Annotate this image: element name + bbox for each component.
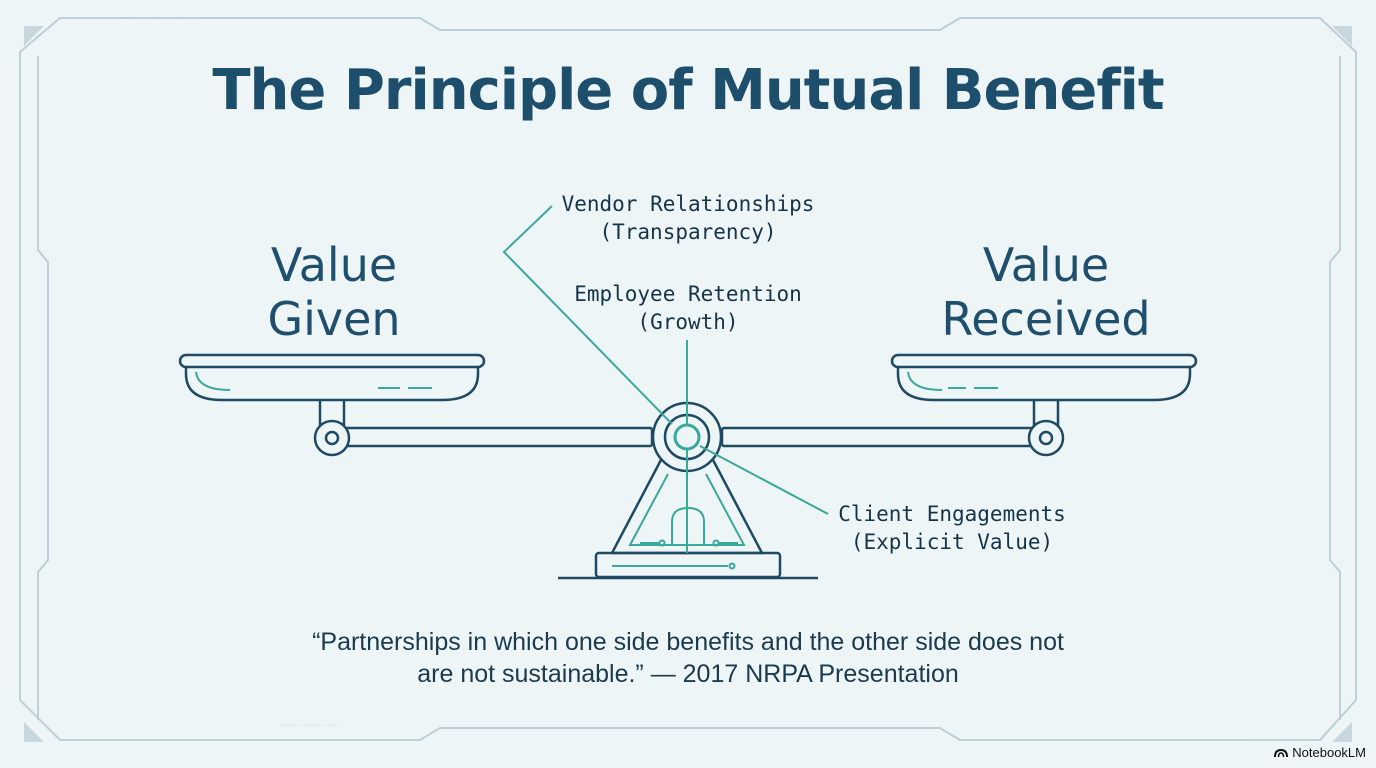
callout-employee-line-2: (Growth) xyxy=(548,308,828,336)
page-title: The Principle of Mutual Benefit xyxy=(0,58,1376,123)
notebooklm-logo-icon xyxy=(1274,748,1288,758)
brand-label: NotebookLM xyxy=(1292,745,1366,760)
value-received-line-2: Received xyxy=(866,292,1226,346)
value-given-line-2: Given xyxy=(154,292,514,346)
callout-client-engagements: Client Engagements (Explicit Value) xyxy=(822,500,1082,556)
callout-employee-line-1: Employee Retention xyxy=(548,280,828,308)
callout-vendor-line-1: Vendor Relationships xyxy=(548,190,828,218)
quote-text: “Partnerships in which one side benefits… xyxy=(200,626,1176,690)
callout-vendor-line-2: (Transparency) xyxy=(548,218,828,246)
callout-vendor-relationships: Vendor Relationships (Transparency) xyxy=(548,190,828,246)
value-received-label: Value Received xyxy=(866,238,1226,346)
value-received-line-1: Value xyxy=(866,238,1226,292)
callout-employee-retention: Employee Retention (Growth) xyxy=(548,280,828,336)
callout-connectors xyxy=(504,206,828,553)
quote-line-2: are not sustainable.” — 2017 NRPA Presen… xyxy=(200,658,1176,690)
left-pan xyxy=(180,355,484,455)
value-given-line-1: Value xyxy=(154,238,514,292)
callout-client-line-2: (Explicit Value) xyxy=(822,528,1082,556)
quote-line-1: “Partnerships in which one side benefits… xyxy=(200,626,1176,658)
notebooklm-watermark: NotebookLM xyxy=(1274,745,1366,760)
callout-client-line-1: Client Engagements xyxy=(822,500,1082,528)
right-pan xyxy=(892,355,1196,455)
value-given-label: Value Given xyxy=(154,238,514,346)
